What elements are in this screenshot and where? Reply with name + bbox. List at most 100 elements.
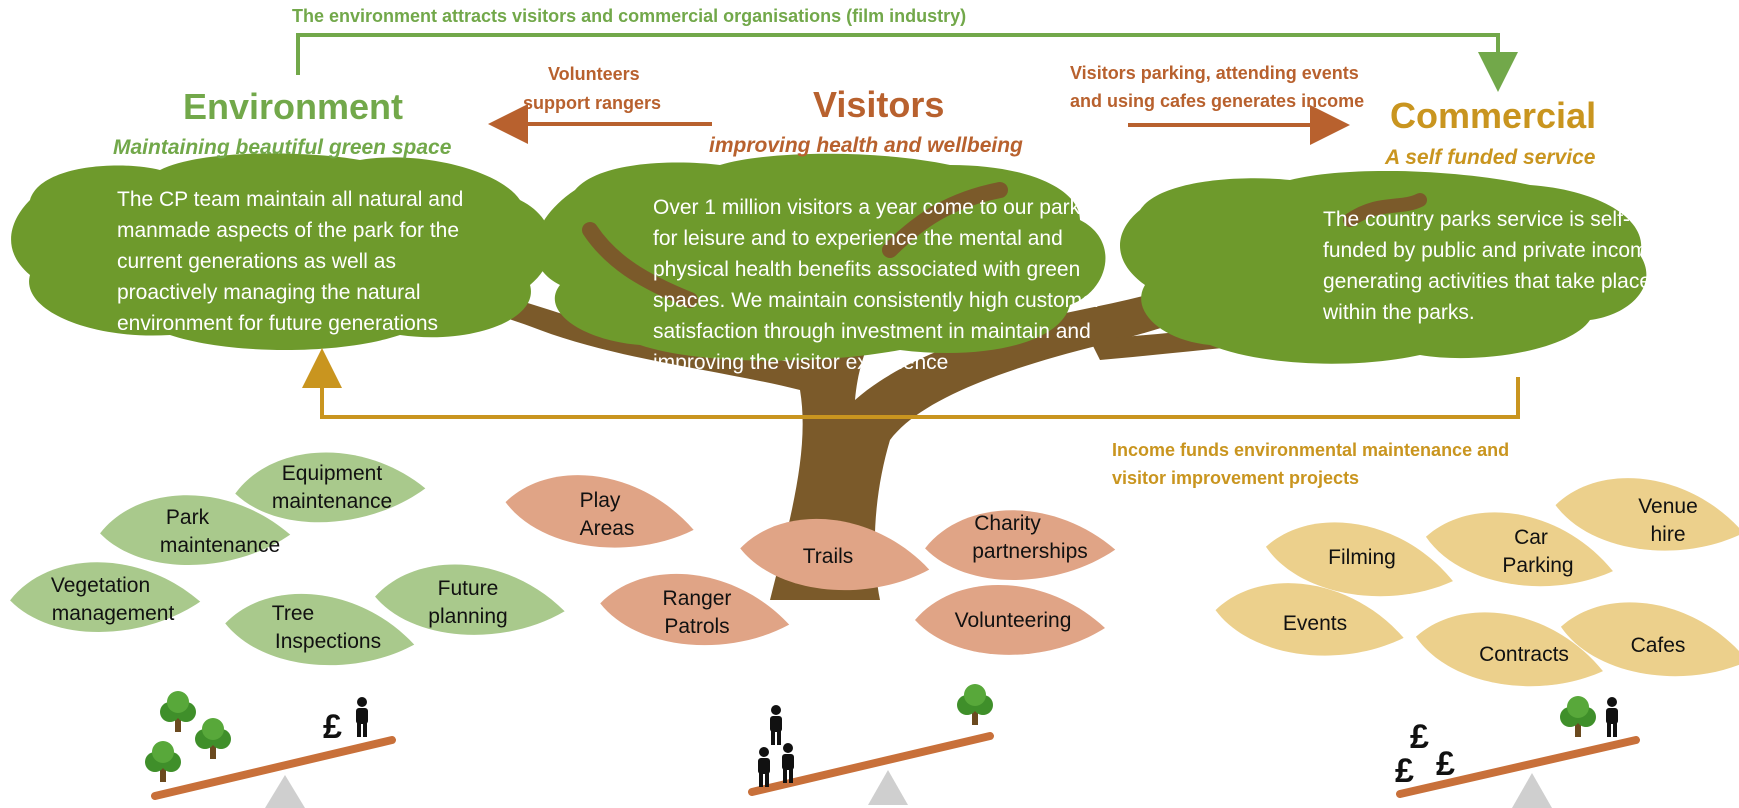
tree-icon xyxy=(160,691,196,732)
text-line: physical health benefits associated with… xyxy=(653,258,1081,281)
leaf-label-venue-hire: Venue hire xyxy=(1638,493,1698,549)
leaf-label-line: Park xyxy=(165,506,210,529)
commercial-title: Commercial xyxy=(1390,95,1597,136)
fulcrum-icon xyxy=(868,770,908,805)
text-line: environment for future generations xyxy=(117,312,439,335)
leaf-label-trails: Trails xyxy=(803,543,854,571)
text-line: Over 1 million visitors a year come to o… xyxy=(653,196,1091,219)
text-line: generating activities that take place xyxy=(1323,270,1652,293)
environment-description: The CP team maintain all natural and man… xyxy=(117,184,463,339)
fulcrum-icon xyxy=(1512,773,1552,808)
leaf-label-future-planning: Future planning xyxy=(428,575,507,631)
environment-subtitle: Maintaining beautiful green space xyxy=(113,136,452,159)
visitors-income-note-line-1: Visitors parking, attending events xyxy=(1070,63,1359,83)
text-line: improving the visitor experience xyxy=(653,351,949,374)
pound-icon: £ xyxy=(1436,745,1455,783)
canopy-environment xyxy=(11,153,552,350)
visitors-title: Visitors xyxy=(813,84,945,125)
seesaw-visitors xyxy=(748,684,994,805)
leaf-label-line: Play xyxy=(579,489,621,512)
leaf-label-volunteering: Volunteering xyxy=(955,607,1072,635)
leaf-label-line: Patrols xyxy=(664,615,730,638)
leaf-label-line: management xyxy=(51,602,175,625)
text-line: current generations as well as xyxy=(117,250,396,273)
person-icon xyxy=(1606,697,1618,737)
income-note-line-2: visitor improvement projects xyxy=(1112,468,1360,488)
leaf-label-line: Parking xyxy=(1502,554,1574,577)
leaf-label-line: Filming xyxy=(1328,546,1396,569)
leaf-label-filming: Filming xyxy=(1328,544,1396,572)
commercial-subtitle: A self funded service xyxy=(1385,146,1596,169)
volunteers-note-line-1: Volunteers xyxy=(548,64,640,84)
leaf-label-ranger-patrols: Ranger Patrols xyxy=(663,585,732,641)
text-line: for leisure and to experience the mental… xyxy=(653,227,1063,250)
commercial-description: The country parks service is self- funde… xyxy=(1323,204,1659,328)
leaf-label-line: Vegetation xyxy=(50,574,151,597)
leaf-label-line: Trails xyxy=(802,545,854,568)
text-line: The country parks service is self- xyxy=(1323,208,1630,231)
seesaw-environment xyxy=(145,691,396,808)
leaf-label-line: partnerships xyxy=(972,540,1088,563)
leaf-label-cafes: Cafes xyxy=(1631,632,1686,660)
text-line: manmade aspects of the park for the xyxy=(117,219,460,242)
text-line: satisfaction through investment in maint… xyxy=(653,320,1091,343)
leaf-label-line: maintenance xyxy=(159,534,281,557)
leaf-label-line: maintenance xyxy=(271,490,393,513)
leaf-label-line: Inspections xyxy=(274,630,382,653)
top-note: The environment attracts visitors and co… xyxy=(292,6,967,26)
income-note-line-1: Income funds environmental maintenance a… xyxy=(1112,440,1510,460)
leaf-label-charity-partnerships: Charity partnerships xyxy=(972,510,1088,566)
leaf-label-equipment-maintenance: Equipment maintenance xyxy=(272,460,392,516)
leaf-label-line: Ranger xyxy=(662,587,732,610)
leaf-label-line: Future xyxy=(437,577,499,600)
volunteers-note-line-2: support rangers xyxy=(523,93,662,113)
leaf-label-line: Tree xyxy=(271,602,315,625)
leaf-label-line: Equipment xyxy=(281,462,383,485)
seesaw-commercial xyxy=(1396,696,1640,808)
person-icon xyxy=(758,747,770,787)
leaf-label-line: Areas xyxy=(579,517,635,540)
leaf-label-line: Contracts xyxy=(1479,643,1569,666)
leaf-label-contracts: Contracts xyxy=(1479,641,1569,669)
leaf-label-line: hire xyxy=(1650,523,1686,546)
leaf-label-play-areas: Play Areas xyxy=(580,487,635,543)
leaf-label-vegetation-management: Vegetation management xyxy=(51,572,175,628)
arrow-income-funds xyxy=(302,348,1520,419)
person-icon xyxy=(782,743,794,783)
leaf-label-tree-inspections: Tree Inspections xyxy=(272,600,384,656)
visitors-subtitle: improving health and wellbeing xyxy=(709,134,1023,157)
fulcrum-icon xyxy=(265,775,305,808)
leaf-label-car-parking: Car Parking xyxy=(1502,524,1573,580)
leaf-label-line: Car xyxy=(1514,526,1548,549)
text-line: within the parks. xyxy=(1323,301,1475,324)
text-line: funded by public and private income xyxy=(1323,239,1660,262)
pound-icon: £ xyxy=(1395,752,1414,790)
leaf-label-park-maintenance: Park maintenance xyxy=(160,504,280,560)
environment-title: Environment xyxy=(183,86,404,127)
pound-icon: £ xyxy=(323,708,342,746)
tree-icon xyxy=(195,718,231,759)
leaf-label-line: Cafes xyxy=(1630,634,1686,657)
text-line: spaces. We maintain consistently high cu… xyxy=(653,289,1101,312)
leaf-label-line: planning xyxy=(428,605,508,628)
leaf-label-events: Events xyxy=(1283,610,1347,638)
pound-icon: £ xyxy=(1410,718,1429,756)
leaf-label-line: Venue xyxy=(1638,495,1698,518)
person-icon xyxy=(770,705,782,745)
leaf-label-line: Events xyxy=(1282,612,1348,635)
canopy-commercial xyxy=(1120,170,1647,364)
tree-icon xyxy=(145,741,181,782)
visitors-income-note-line-2: and using cafes generates income xyxy=(1070,91,1365,111)
branch-tips xyxy=(582,182,1427,308)
text-line: proactively managing the natural xyxy=(117,281,421,304)
tree-icon xyxy=(1560,696,1596,737)
leaf-label-line: Charity xyxy=(974,512,1041,535)
arrow-environment-to-commercial xyxy=(296,33,1518,92)
text-line: The CP team maintain all natural and xyxy=(117,188,464,211)
tree-icon xyxy=(957,684,993,725)
leaf-label-line: Volunteering xyxy=(954,609,1072,632)
visitors-description: Over 1 million visitors a year come to o… xyxy=(653,192,1101,378)
person-icon xyxy=(356,697,368,737)
